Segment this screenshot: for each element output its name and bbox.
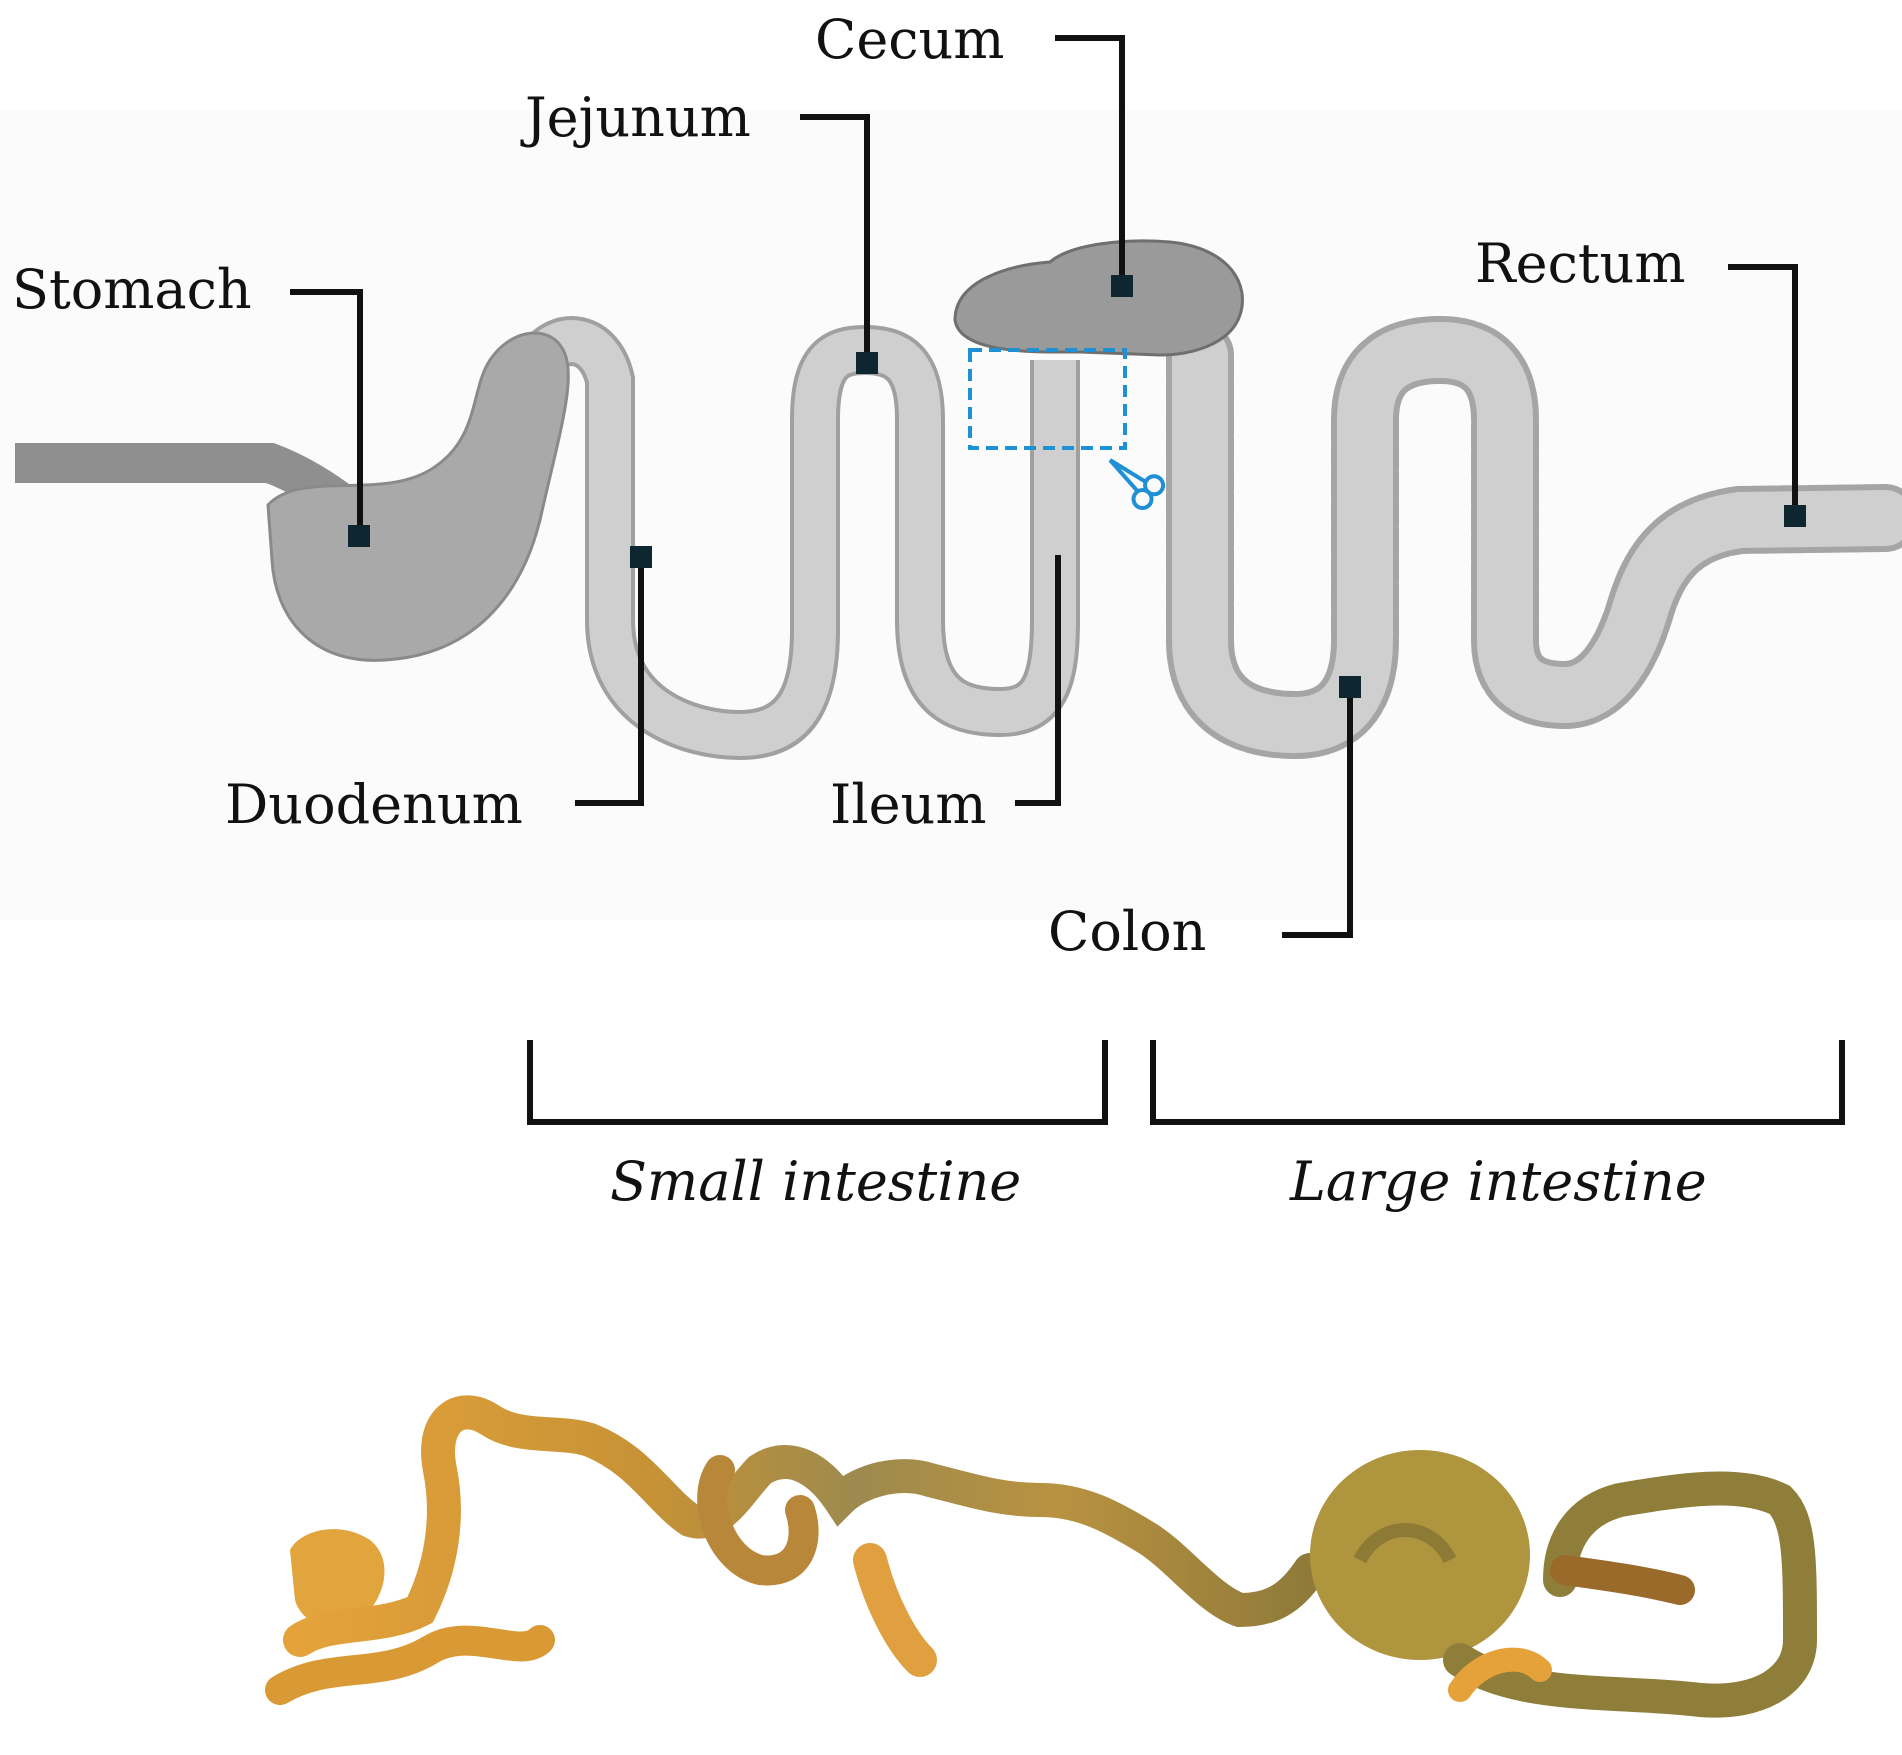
svg-text:Duodenum: Duodenum (225, 773, 523, 836)
stomach-shape (266, 331, 570, 662)
label-stomach: Stomach (12, 258, 370, 547)
label-rectum: Rectum (1475, 232, 1806, 527)
svg-text:Small intestine: Small intestine (610, 1150, 1021, 1213)
bracket-small-intestine: Small intestine (527, 1040, 1108, 1213)
svg-text:Stomach: Stomach (12, 258, 252, 321)
svg-text:Jejunum: Jejunum (520, 86, 751, 149)
svg-text:Rectum: Rectum (1475, 232, 1686, 295)
label-cecum: Cecum (815, 8, 1133, 297)
label-duodenum: Duodenum (225, 546, 652, 836)
label-ileum: Ileum (830, 555, 1061, 836)
label-colon: Colon (1048, 676, 1361, 963)
svg-text:Ileum: Ileum (830, 773, 987, 836)
intestine-specimen-photo (265, 1395, 1818, 1718)
label-jejunum: Jejunum (520, 86, 878, 374)
small-intestine-tube (519, 316, 1080, 761)
large-intestine-tube (1166, 315, 1902, 760)
svg-text:Colon: Colon (1048, 900, 1206, 963)
cecum-shape (953, 239, 1244, 357)
svg-text:Cecum: Cecum (815, 8, 1005, 71)
cut-region-marker (968, 348, 1127, 450)
bracket-large-intestine: Large intestine (1150, 1040, 1845, 1213)
svg-text:Large intestine: Large intestine (1289, 1150, 1707, 1213)
scissors-icon (1108, 458, 1166, 511)
